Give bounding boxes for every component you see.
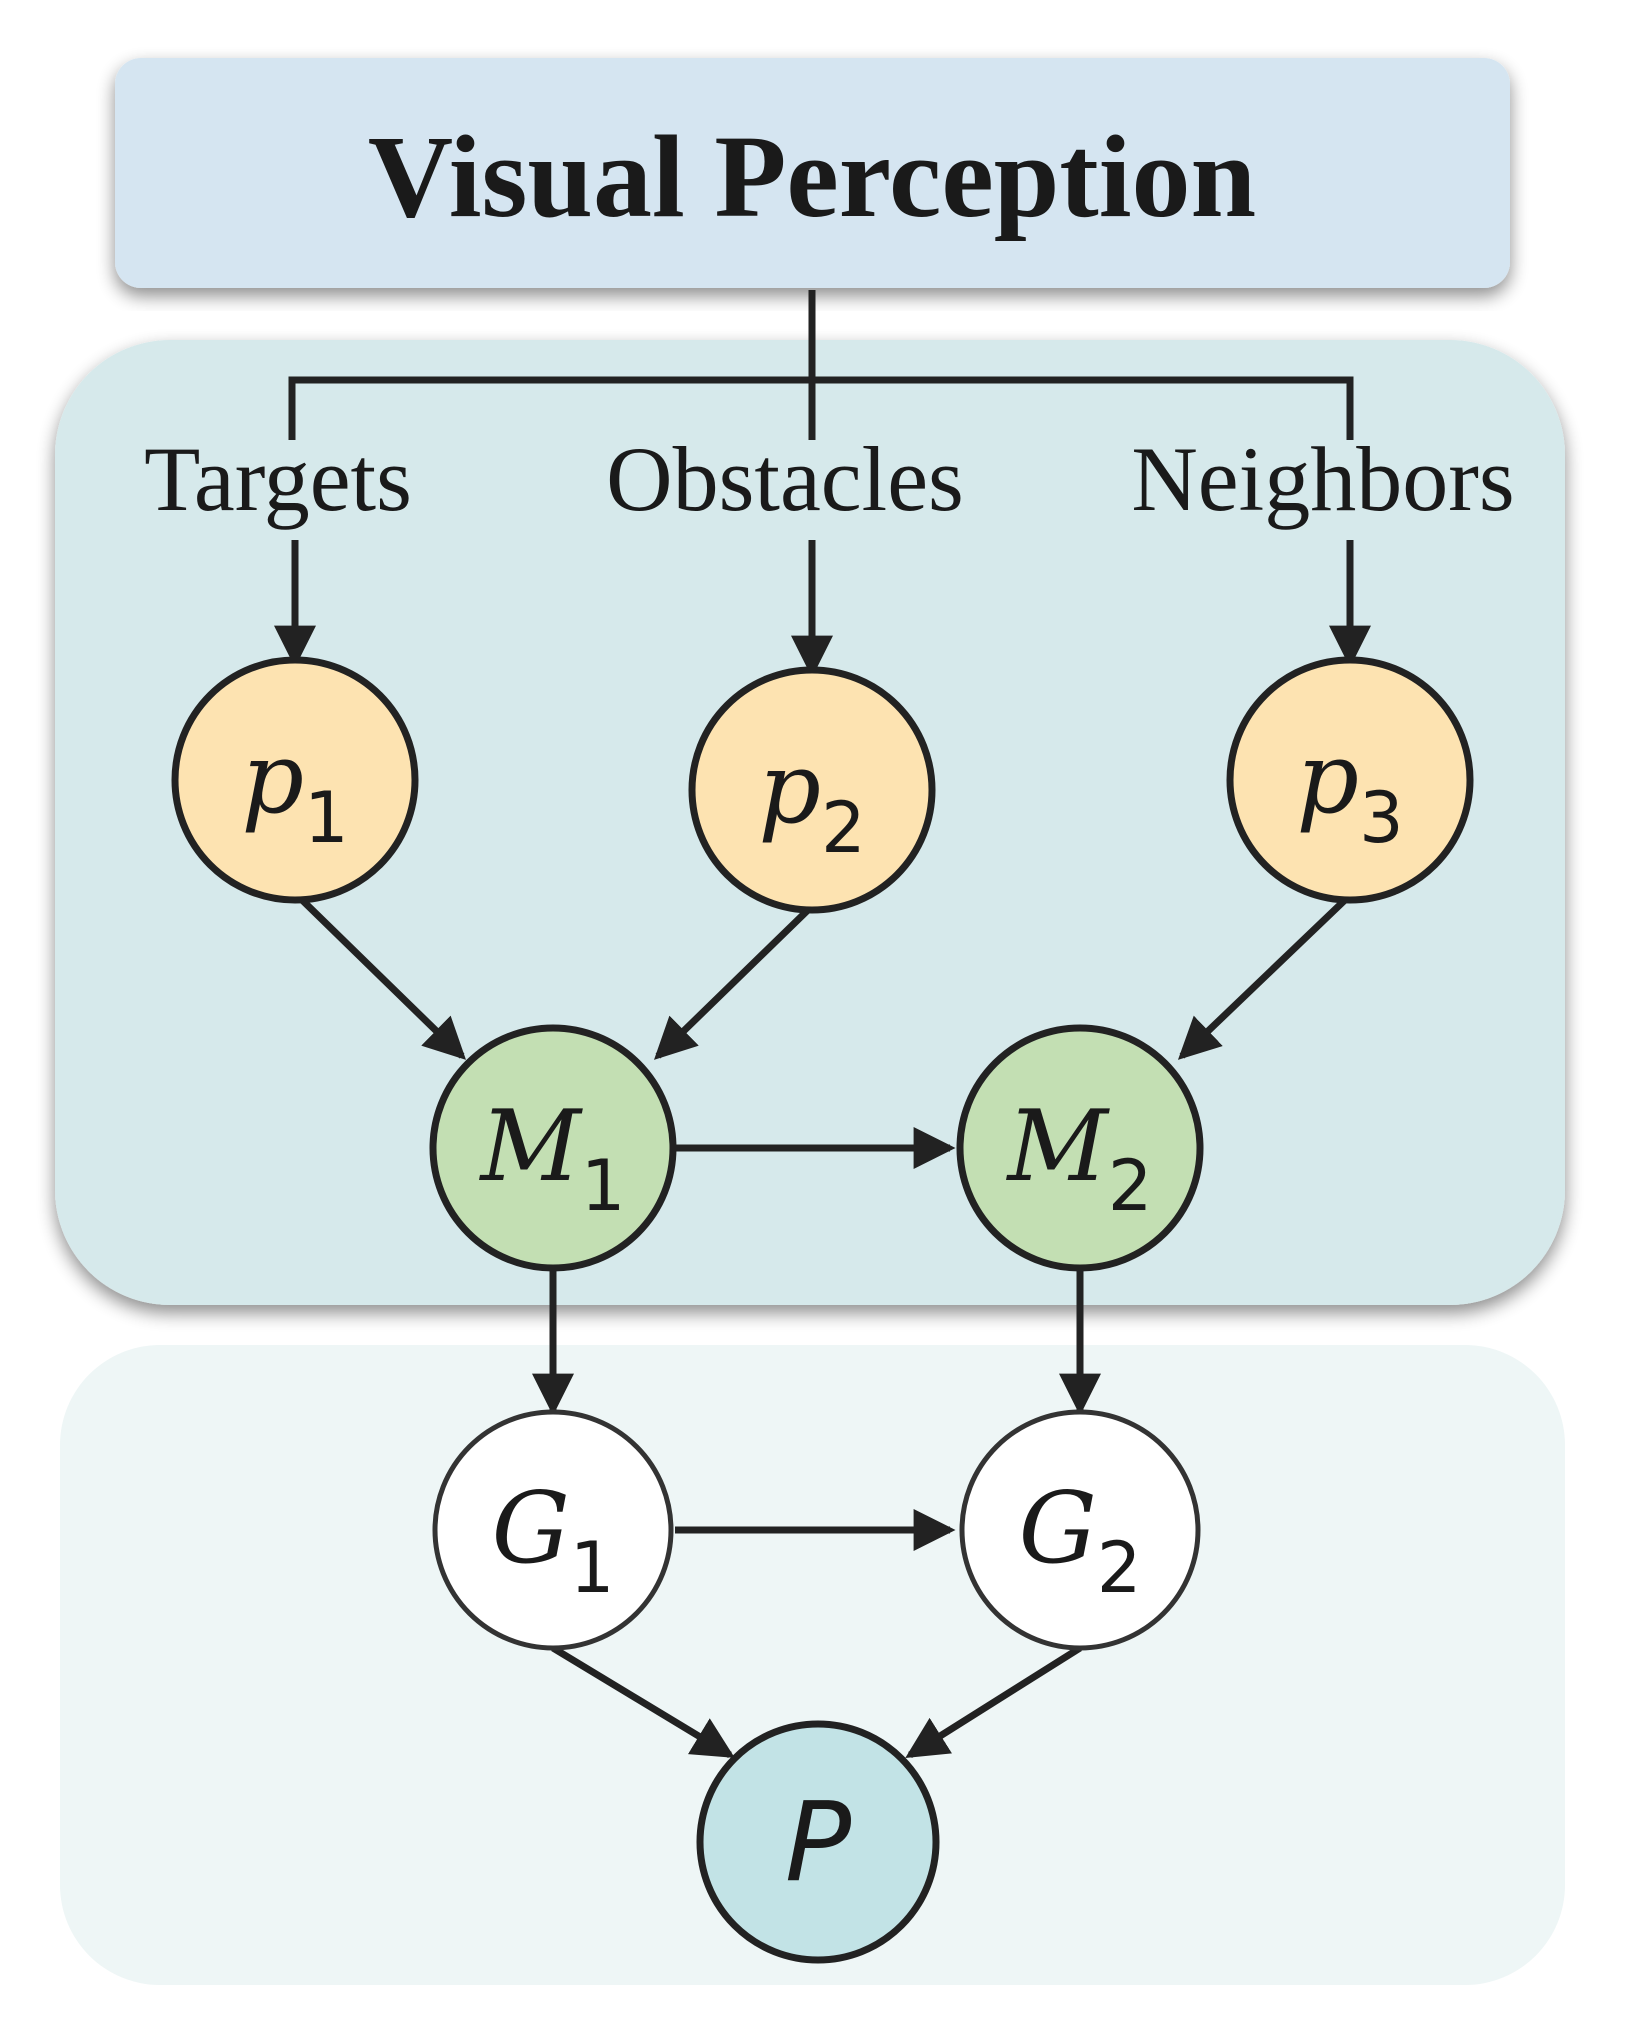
edge-p2-m1	[653, 907, 811, 1060]
node-m1-main: M	[479, 1090, 584, 1204]
node-p1-main: p	[241, 722, 304, 836]
svg-text:M1: M1	[479, 1090, 626, 1227]
node-m2: M2	[956, 1024, 1204, 1272]
svg-text:p2: p2	[758, 732, 865, 869]
node-p2: p2	[688, 666, 936, 914]
node-g1-main: G	[492, 1472, 570, 1586]
node-p3-sub: 3	[1359, 777, 1404, 859]
svg-text:M2: M2	[1006, 1090, 1153, 1227]
node-m2-main: M	[1006, 1090, 1111, 1204]
category-label-obstacles: Obstacles	[606, 428, 964, 530]
edge-g1-p	[551, 1645, 735, 1758]
edge-g2-p	[905, 1645, 1082, 1758]
edge-title-branch	[288, 376, 1354, 440]
node-m1: M1	[429, 1024, 677, 1272]
node-p3-main: p	[1296, 722, 1359, 836]
edge-p3-m2	[1177, 897, 1348, 1060]
svg-text:G1: G1	[492, 1472, 615, 1609]
node-g2-main: G	[1019, 1472, 1097, 1586]
node-g2-sub: 2	[1097, 1527, 1142, 1609]
node-p3: p3	[1226, 656, 1474, 904]
node-m1-sub: 1	[581, 1145, 626, 1227]
edge-p1-m1	[297, 895, 467, 1060]
node-p2-sub: 2	[821, 787, 866, 869]
category-label-targets: Targets	[144, 428, 412, 530]
svg-text:p3: p3	[1296, 722, 1403, 859]
node-g1-sub: 1	[570, 1527, 615, 1609]
category-label-neighbors: Neighbors	[1131, 428, 1514, 530]
node-p1: p1	[171, 656, 419, 904]
node-g1: G1	[432, 1409, 674, 1651]
svg-text:G2: G2	[1019, 1472, 1142, 1609]
svg-text:p1: p1	[241, 722, 348, 859]
title: Visual Perception	[368, 111, 1256, 242]
node-g2: G2	[959, 1409, 1201, 1651]
node-m2-sub: 2	[1108, 1145, 1153, 1227]
title-box	[115, 58, 1510, 288]
node-p-output: P	[696, 1720, 940, 1964]
node-p-output-label: P	[785, 1778, 852, 1906]
node-p2-main: p	[758, 732, 821, 846]
node-p1-sub: 1	[304, 777, 349, 859]
